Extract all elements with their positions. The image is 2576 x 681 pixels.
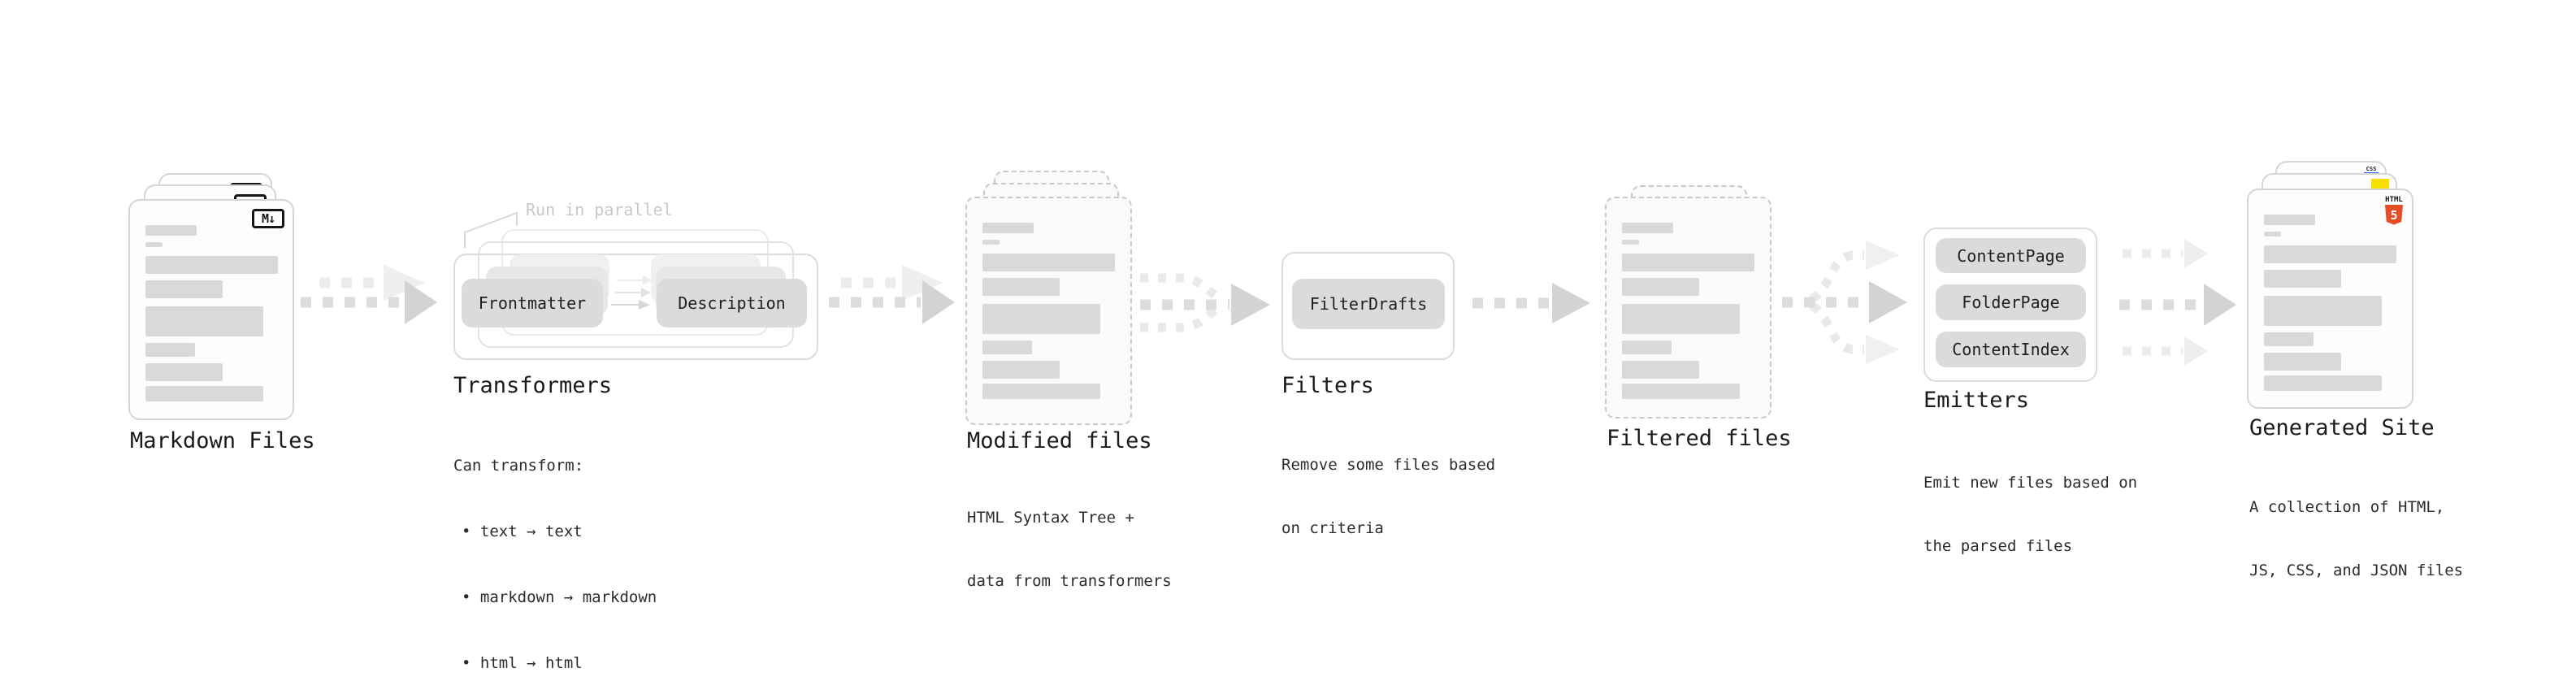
svg-text:HTML: HTML — [2385, 196, 2403, 204]
folderpage-pill: FolderPage — [1936, 284, 2086, 320]
description-line: the parsed files — [1923, 537, 2073, 555]
contentpage-pill: ContentPage — [1936, 238, 2086, 273]
skeleton-line — [2264, 215, 2315, 225]
html5-icon: HTML 5 — [2385, 196, 2403, 225]
skeleton-line — [145, 386, 263, 401]
markdown-icon-label: M↓ — [261, 211, 275, 226]
markdown-icon: M↓ — [252, 209, 284, 228]
transformers-description: Can transform: • text → text • markdown … — [453, 411, 657, 681]
skeleton-line — [2264, 375, 2382, 391]
skeleton-line — [145, 343, 195, 357]
contentindex-pill: ContentIndex — [1936, 332, 2086, 367]
description-line: Emit new files based on — [1923, 474, 2138, 492]
skeleton-line — [2264, 296, 2382, 326]
skeleton-line — [1622, 254, 1754, 271]
skeleton-line — [1622, 340, 1672, 354]
flow-arrow-markdown-to-transformers — [301, 265, 437, 324]
skeleton-line — [982, 340, 1032, 354]
skeleton-line — [2264, 232, 2281, 236]
description-line: HTML Syntax Tree + — [967, 509, 1134, 527]
description-line: • text → text — [462, 523, 583, 540]
transform-arrow-icon — [615, 288, 651, 297]
frontmatter-pill: Frontmatter — [462, 279, 603, 327]
filterdrafts-pill: FilterDrafts — [1292, 279, 1445, 329]
skeleton-line — [2264, 245, 2396, 263]
transformer-layer-frame-front — [453, 254, 818, 360]
flow-arrow-transformers-to-modified — [829, 265, 955, 324]
skeleton-line — [1622, 361, 1699, 379]
section-title-markdown-files: Markdown Files — [130, 428, 315, 453]
section-title-transformers: Transformers — [453, 373, 613, 398]
section-title-emitters: Emitters — [1923, 388, 2030, 413]
section-title-filtered-files: Filtered files — [1607, 426, 1792, 451]
description-line: A collection of HTML, — [2249, 498, 2445, 516]
section-title-filters: Filters — [1281, 373, 1374, 398]
description-line: • html → html — [462, 654, 583, 672]
skeleton-line — [145, 280, 223, 298]
section-title-generated-site: Generated Site — [2249, 415, 2435, 440]
emitters-description: Emit new files based on the parsed files — [1923, 430, 2137, 599]
skeleton-line — [1622, 304, 1740, 334]
parallel-leader-line — [464, 211, 518, 248]
skeleton-line — [982, 278, 1060, 296]
skeleton-line — [145, 256, 278, 274]
skeleton-line — [145, 242, 163, 247]
description-line: on criteria — [1281, 519, 1384, 537]
skeleton-line — [1622, 240, 1639, 245]
description-line: Can transform: — [453, 457, 584, 475]
skeleton-line — [1622, 384, 1740, 399]
description-line: Remove some files based — [1281, 456, 1496, 474]
description-line: JS, CSS, and JSON files — [2249, 562, 2464, 579]
skeleton-line — [2264, 332, 2314, 346]
filters-description: Remove some files based on criteria — [1281, 412, 1495, 581]
flow-arrow-modified-to-filters — [1140, 273, 1270, 332]
flow-arrow-filters-to-filtered — [1472, 283, 1590, 323]
section-title-modified-files: Modified files — [967, 428, 1152, 453]
description-line: • markdown → markdown — [462, 588, 657, 606]
description-line: data from transformers — [967, 572, 1172, 590]
flow-arrow-filtered-to-emitters — [1782, 241, 1907, 364]
skeleton-line — [1622, 223, 1673, 233]
markdown-file-card-front: M↓ — [128, 199, 294, 420]
skeleton-line — [982, 384, 1100, 399]
generated-file-card-front: HTML 5 — [2247, 189, 2413, 409]
skeleton-line — [982, 304, 1100, 334]
svg-text:5: 5 — [2390, 208, 2397, 223]
description-pill: Description — [657, 279, 807, 327]
skeleton-line — [982, 361, 1060, 379]
skeleton-line — [982, 240, 1000, 245]
skeleton-line — [145, 306, 263, 336]
modified-file-card-front — [965, 197, 1132, 425]
generated-site-description: A collection of HTML, JS, CSS, and JSON … — [2249, 454, 2463, 623]
skeleton-line — [982, 223, 1034, 233]
skeleton-line — [2264, 270, 2341, 288]
skeleton-line — [145, 225, 197, 236]
modified-files-description: HTML Syntax Tree + data from transformer… — [967, 465, 1172, 634]
skeleton-line — [145, 363, 223, 381]
skeleton-line — [1622, 278, 1699, 296]
transform-arrow-icon — [611, 300, 650, 310]
transform-arrow-icon — [617, 275, 653, 285]
skeleton-line — [2264, 353, 2341, 371]
skeleton-line — [982, 254, 1115, 271]
run-in-parallel-annotation: Run in parallel — [526, 200, 673, 219]
flow-arrow-emitters-to-generated — [2119, 239, 2236, 366]
filtered-file-card-front — [1605, 197, 1772, 419]
svg-text:CSS: CSS — [2366, 166, 2377, 172]
